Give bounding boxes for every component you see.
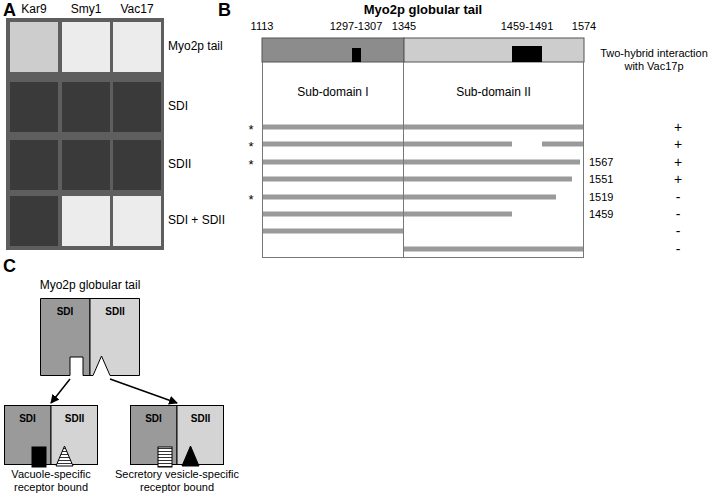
interaction-result: + [674,171,682,187]
construct-bar [262,229,404,234]
domain-caption: Vacuole-specific receptor bound [1,468,101,493]
residue-number: 1459 [589,208,613,221]
yeast-patch [62,196,110,246]
subdomain-half: SDI [4,405,51,465]
yeast-patch [113,22,161,72]
interaction-result: - [676,206,681,222]
yeast-patch [10,140,58,190]
region-block [352,48,361,62]
subdomain-label: SDI [40,298,90,318]
interaction-result: + [674,136,682,152]
domain-outline [40,298,140,376]
yeast-patch [113,196,161,246]
subdomain-two-shape [177,406,224,465]
row-label: SDI + SDII [168,214,225,228]
plate-background [6,18,164,250]
interaction-result: - [676,223,681,239]
residue-number: 1574 [572,20,596,33]
construct-bar [262,125,584,130]
subdomain-label: SDII [51,405,98,425]
construct-bar [262,177,572,182]
receptor-square [32,447,46,467]
yeast-patch [10,22,58,72]
column-header: Two-hybrid interaction with Vac17p [592,47,716,72]
subdomain-bar [404,38,584,62]
yeast-patch [113,140,161,190]
yeast-patch [62,82,110,132]
domain-box: Myo2p globular tailSDISDII [40,298,140,376]
residue-number: 1519 [589,191,613,204]
asterisk-mark: * [248,193,253,208]
subdomain-label: SDI [130,405,177,425]
yeast-patch [10,196,58,246]
domain-box: Secretory vesicle-specific receptor boun… [130,405,224,465]
panel-letter: C [3,256,16,277]
asterisk-mark: * [248,123,253,138]
asterisk-mark: * [248,140,253,155]
region-block [512,46,542,62]
panel-letter: B [218,0,231,20]
subdomain-box: Sub-domain I [262,62,404,258]
subdomain-half: SDII [177,405,224,465]
yeast-patch [62,140,110,190]
interaction-result: - [676,189,681,205]
subdomain-half: SDI [40,298,90,376]
residue-number: 1551 [589,173,613,186]
subdomain-half: SDII [51,405,98,465]
receptor-square [158,447,172,467]
residue-number: 1297-1307 [330,20,383,33]
yeast-patch [62,22,110,72]
construct-bar [262,195,556,200]
region-label: Sub-domain II [404,86,583,100]
column-header: Kar9 [21,3,46,17]
receptor-triangle [56,446,73,466]
residue-number: 1459-1491 [501,20,554,33]
arrow-connector [110,379,177,403]
construct-bar [542,142,584,147]
subdomain-bar [262,38,404,62]
subdomain-two-shape [90,299,140,376]
subdomain-half: SDI [130,405,177,465]
receptor-triangle [182,446,199,466]
subdomain-label: SDII [177,405,224,425]
interaction-result: - [676,241,681,257]
domain-caption: Myo2p globular tail [40,279,141,293]
region-label: Sub-domain I [263,86,403,100]
domain-caption: Secretory vesicle-specific receptor boun… [109,468,245,493]
subdomain-label: SDI [4,405,51,425]
construct-bar [262,160,580,165]
subdomain-one-shape [41,299,91,376]
subdomain-two-shape [51,406,98,465]
residue-number: 1113 [251,20,274,33]
yeast-patch [10,82,58,132]
subdomain-label: SDII [90,298,140,318]
arrow-connector [51,379,70,403]
subdomain-half: SDII [90,298,140,376]
interaction-result: + [674,154,682,170]
panel-title: Myo2p globular tail [364,3,482,18]
row-label: SDII [168,158,191,172]
yeast-patch [113,82,161,132]
subdomain-box: Sub-domain II [404,62,584,258]
construct-bar [404,247,584,252]
residue-number: 1567 [589,156,613,169]
interaction-result: + [674,119,682,135]
panel-letter: A [3,0,16,20]
domain-box: Vacuole-specific receptor boundSDISDII [4,405,98,465]
residue-number: 1345 [392,20,416,33]
construct-bar [262,142,512,147]
construct-bar [262,212,512,217]
column-header: Smy1 [71,3,102,17]
row-label: SDI [168,100,188,114]
column-header: Vac17 [120,3,153,17]
row-label: Myo2p tail [168,40,223,54]
asterisk-mark: * [248,158,253,173]
